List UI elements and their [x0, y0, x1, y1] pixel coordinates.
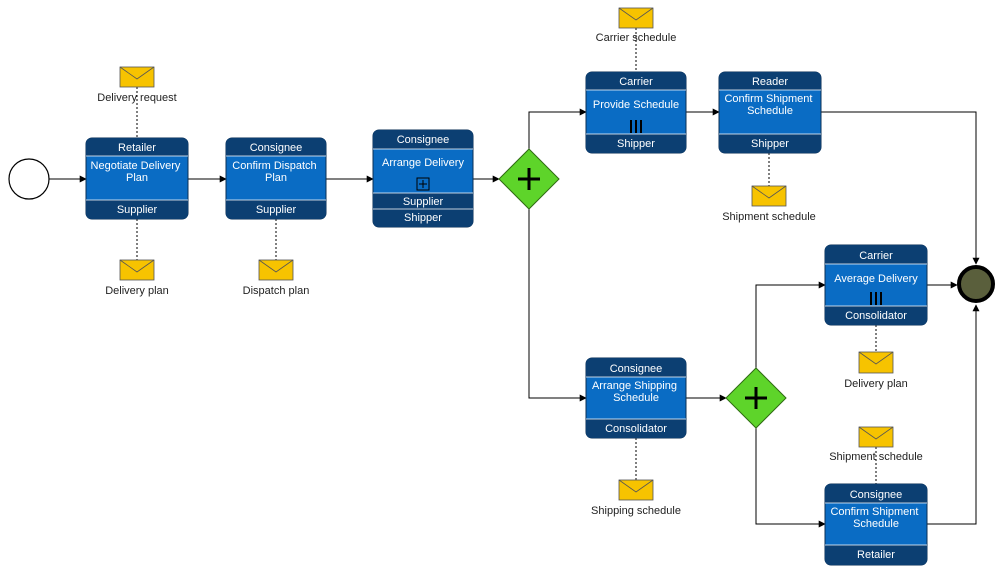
message-label: Dispatch plan — [243, 285, 310, 297]
envelope-icon — [119, 66, 155, 88]
flow-g1-to-t6[interactable] — [528, 209, 587, 402]
task-name: Confirm Dispatch Plan — [232, 160, 319, 184]
task-name: Arrange Shipping Schedule — [592, 380, 680, 404]
task-arrange-shipping-schedule[interactable]: Consignee Arrange Shipping Schedule Cons… — [585, 357, 687, 439]
multi-instance-icon — [870, 292, 882, 305]
task-name: Confirm Shipment Schedule — [724, 93, 815, 117]
task-bottom-participant: Supplier — [117, 204, 158, 216]
task-name-line: Plan — [265, 172, 287, 184]
message-shipping-schedule[interactable]: Shipping schedule — [591, 479, 681, 517]
message-label: Shipment schedule — [722, 211, 816, 223]
message-delivery-plan-1[interactable]: Delivery plan — [105, 259, 169, 297]
task-bottom-participant: Shipper — [751, 138, 789, 150]
message-carrier-schedule[interactable]: Carrier schedule — [596, 7, 677, 44]
task-top-participant: Reader — [752, 76, 788, 88]
messages: Delivery request Delivery plan Dispatch … — [97, 7, 923, 517]
envelope-icon — [751, 185, 787, 207]
task-confirm-dispatch-plan[interactable]: Consignee Confirm Dispatch Plan Supplier — [225, 137, 327, 220]
message-dispatch-plan[interactable]: Dispatch plan — [243, 259, 310, 297]
flow-g2-to-t8[interactable] — [755, 428, 826, 528]
task-confirm-shipment-schedule-consignee[interactable]: Consignee Confirm Shipment Schedule Reta… — [824, 483, 928, 566]
envelope-icon — [618, 479, 654, 501]
task-bottom-participant: Retailer — [857, 549, 895, 561]
envelope-icon — [858, 351, 894, 374]
message-delivery-request[interactable]: Delivery request — [97, 66, 177, 104]
message-shipment-schedule-2[interactable]: Shipment schedule — [829, 426, 923, 463]
end-event[interactable] — [957, 265, 995, 303]
task-name-line: Schedule — [613, 392, 659, 404]
message-label: Delivery request — [97, 92, 176, 104]
task-name-line: Negotiate Delivery — [91, 160, 181, 172]
task-bottom-participant: Consolidator — [845, 310, 907, 322]
task-top-participant: Consignee — [610, 363, 663, 375]
task-average-delivery[interactable]: Carrier Average Delivery Consolidator — [824, 244, 928, 326]
task-top-participant: Consignee — [250, 142, 303, 154]
task-name: Negotiate Delivery Plan — [91, 160, 184, 184]
envelope-icon — [119, 259, 155, 281]
task-top-participant: Carrier — [859, 250, 893, 262]
task-name: Provide Schedule — [593, 99, 679, 111]
flow-t5-to-end[interactable] — [821, 111, 980, 265]
task-bottom-participant: Supplier — [403, 196, 444, 208]
multi-instance-icon — [630, 120, 642, 133]
task-top-participant: Consignee — [397, 134, 450, 146]
message-label: Delivery plan — [105, 285, 169, 297]
message-associations — [136, 28, 877, 484]
task-top-participant: Consignee — [850, 489, 903, 501]
envelope-icon — [858, 426, 894, 448]
plus-icon — [518, 168, 540, 190]
gateway-parallel-1[interactable] — [498, 148, 560, 210]
task-bottom-participant: Supplier — [256, 204, 297, 216]
subprocess-expand-icon[interactable] — [416, 177, 430, 191]
task-name-line: Confirm Shipment — [724, 93, 812, 105]
message-label: Shipping schedule — [591, 505, 681, 517]
task-bottom-participant: Shipper — [617, 138, 655, 150]
message-label: Shipment schedule — [829, 451, 923, 463]
message-delivery-plan-2[interactable]: Delivery plan — [844, 351, 908, 390]
envelope-icon — [258, 259, 294, 281]
task-name-line: Confirm Shipment — [830, 506, 918, 518]
task-negotiate-delivery-plan[interactable]: Retailer Negotiate Delivery Plan Supplie… — [85, 137, 189, 220]
task-name: Average Delivery — [834, 273, 918, 285]
task-top-participant: Carrier — [619, 76, 653, 88]
gateway-parallel-2[interactable] — [725, 367, 787, 429]
task-provide-schedule[interactable]: Carrier Provide Schedule Shipper — [585, 71, 687, 154]
task-name-line: Arrange Shipping — [592, 380, 677, 392]
task-top-participant: Retailer — [118, 142, 156, 154]
tasks: Retailer Negotiate Delivery Plan Supplie… — [85, 71, 928, 566]
message-shipment-schedule-1[interactable]: Shipment schedule — [722, 185, 816, 223]
message-label: Delivery plan — [844, 378, 908, 390]
start-event[interactable] — [8, 158, 50, 200]
task-name-line: Confirm Dispatch — [232, 160, 316, 172]
task-name: Arrange Delivery — [382, 157, 464, 169]
flow-t8-to-end[interactable] — [927, 304, 980, 525]
plus-icon — [745, 387, 767, 409]
task-name-line: Schedule — [747, 105, 793, 117]
envelope-icon — [618, 7, 654, 29]
task-confirm-shipment-schedule-reader[interactable]: Reader Confirm Shipment Schedule Shipper — [718, 71, 822, 154]
sequence-flows — [49, 108, 980, 528]
task-name: Confirm Shipment Schedule — [830, 506, 921, 530]
task-bottom-participant: Consolidator — [605, 423, 667, 435]
task-name-line: Schedule — [853, 518, 899, 530]
task-arrange-delivery[interactable]: Consignee Arrange Delivery Supplier Ship… — [372, 129, 474, 228]
task-name-line: Plan — [126, 172, 148, 184]
message-label: Carrier schedule — [596, 32, 677, 44]
flow-g1-to-t4[interactable] — [528, 108, 587, 149]
flow-g2-to-t7[interactable] — [755, 281, 826, 368]
task-bottom-participant: Shipper — [404, 212, 442, 224]
